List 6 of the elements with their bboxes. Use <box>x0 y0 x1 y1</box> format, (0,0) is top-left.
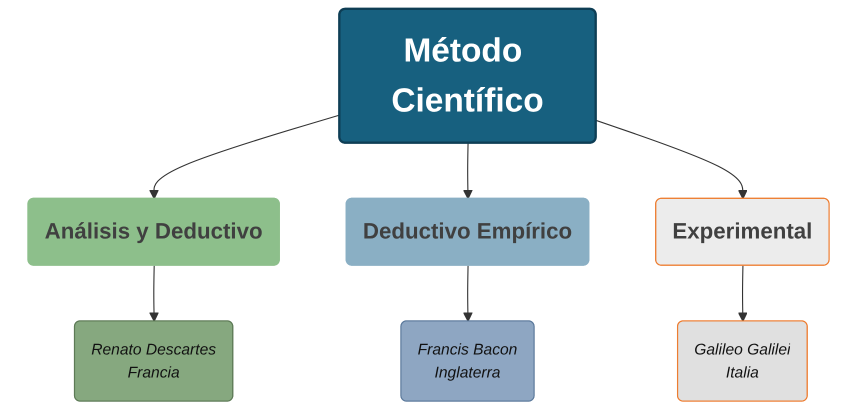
arrow <box>149 114 340 200</box>
arrow <box>596 120 748 200</box>
arrow <box>738 266 748 322</box>
arrow <box>462 266 473 322</box>
arrow <box>149 266 159 322</box>
arrow <box>462 143 473 200</box>
